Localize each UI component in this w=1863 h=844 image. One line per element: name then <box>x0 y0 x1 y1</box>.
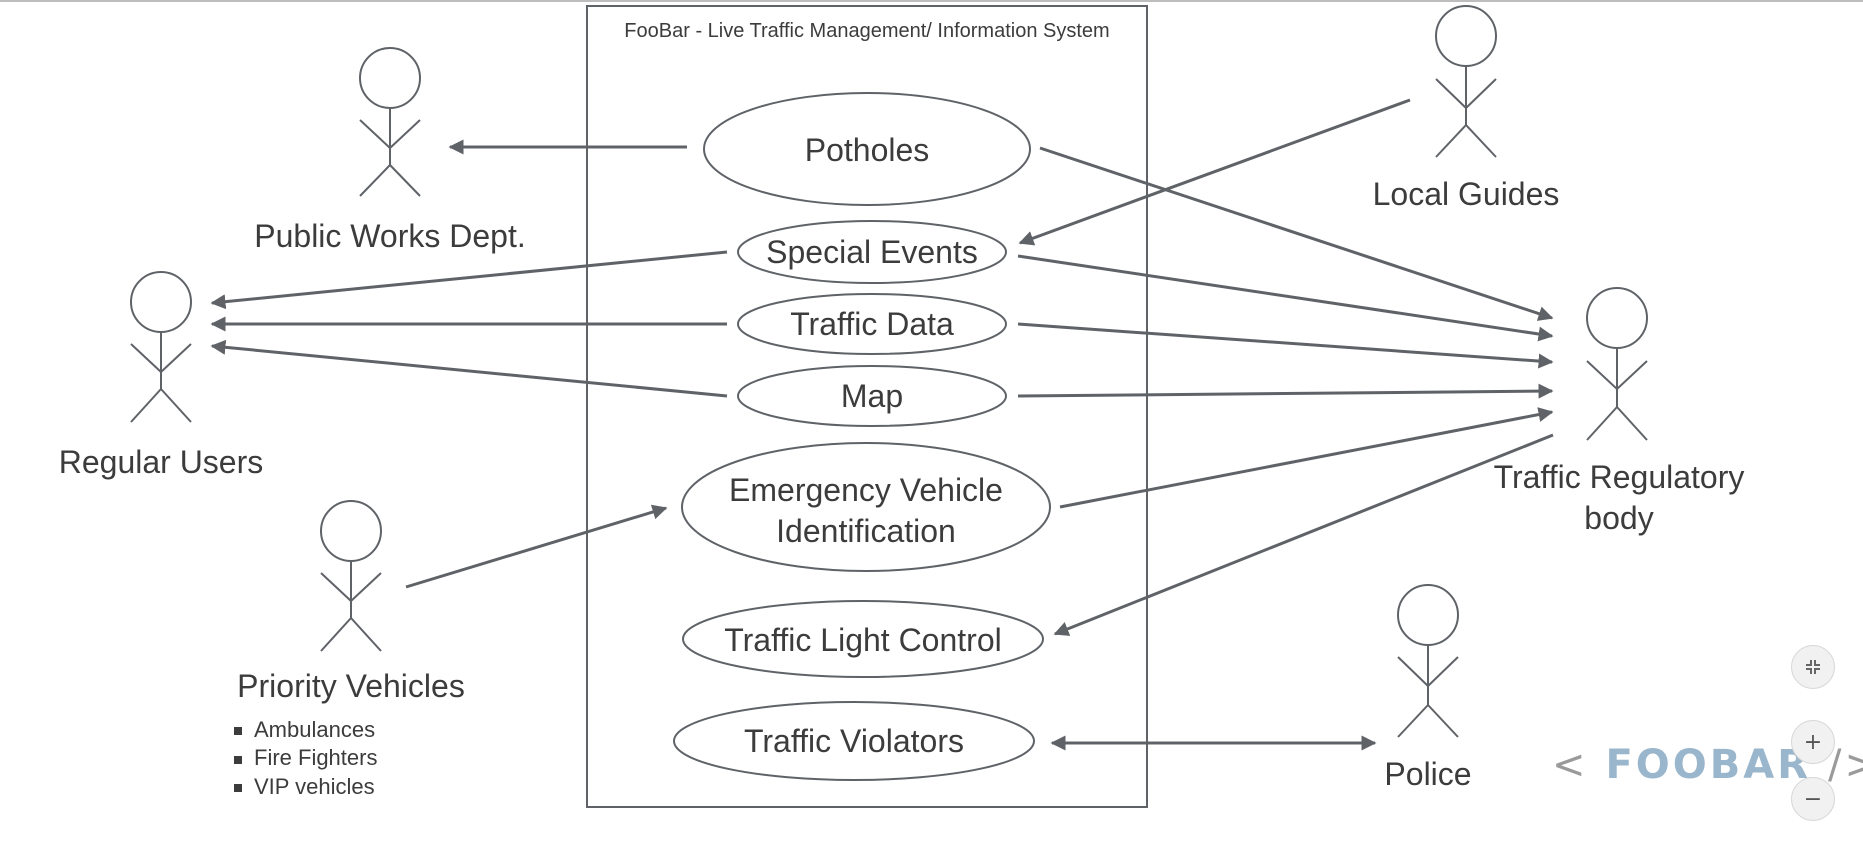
use-case-traffic-light-label: Traffic Light Control <box>724 622 1001 658</box>
arrow-map-to-regular-users <box>210 339 728 398</box>
zoom-in-button[interactable]: + <box>1791 720 1835 764</box>
actor-police-label: Police <box>1384 756 1471 792</box>
use-case-potholes-label: Potholes <box>805 132 930 168</box>
actor-regular-users-figure[interactable] <box>130 271 192 423</box>
use-case-traffic-data[interactable] <box>737 293 1007 355</box>
actor-regular-users-label: Regular Users <box>59 444 264 480</box>
bullet <box>234 727 242 735</box>
actor-local-guides-label: Local Guides <box>1373 176 1560 212</box>
collapse-button[interactable] <box>1791 645 1835 689</box>
arrow-special-events-to-regulatory <box>1017 254 1554 342</box>
list-item-vip-vehicles: VIP vehicles <box>254 774 375 799</box>
use-case-traffic-violators-label: Traffic Violators <box>744 723 964 759</box>
use-case-map[interactable] <box>737 365 1007 427</box>
list-item-fire-fighters: Fire Fighters <box>254 745 377 770</box>
actor-public-works-label: Public Works Dept. <box>254 218 526 254</box>
foobar-logo: < FOOBAR /> <box>1552 742 1863 788</box>
actor-traffic-regulatory-label-line1: Traffic Regulatory <box>1494 459 1745 495</box>
arrow-priority-vehicles-to-emergency <box>405 504 668 589</box>
arrow-special-events-to-regular-users <box>210 250 728 310</box>
top-border <box>0 0 1863 2</box>
use-case-emergency-vehicle[interactable] <box>681 442 1051 572</box>
use-case-traffic-data-label: Traffic Data <box>790 306 954 342</box>
use-case-emergency-label-line2: Identification <box>776 513 956 549</box>
arrow-potholes-to-regulatory <box>1039 146 1554 321</box>
system-title: FooBar - Live Traffic Management/ Inform… <box>624 20 1109 42</box>
actor-traffic-regulatory-figure[interactable] <box>1586 287 1648 441</box>
system-boundary <box>586 5 1148 808</box>
use-case-emergency-label-line1: Emergency Vehicle <box>729 472 1003 508</box>
actor-priority-vehicles-figure[interactable] <box>320 500 382 652</box>
zoom-out-button[interactable]: − <box>1791 777 1835 821</box>
bullet <box>234 756 242 764</box>
arrow-map-to-regulatory <box>1017 383 1554 399</box>
bullet <box>234 784 242 792</box>
actor-police-figure[interactable] <box>1397 584 1459 738</box>
logo-text: FOOBAR <box>1605 742 1812 788</box>
use-case-traffic-violators[interactable] <box>673 701 1035 781</box>
arrow-traffic-data-to-regulatory <box>1017 322 1554 369</box>
priority-vehicles-list: Ambulances Fire Fighters VIP vehicles <box>234 717 377 799</box>
use-case-map-label: Map <box>841 378 903 414</box>
arrow-local-guides-to-special-events <box>1018 98 1411 246</box>
list-item-ambulances: Ambulances <box>254 717 375 742</box>
actor-traffic-regulatory-label-line2: body <box>1584 500 1653 536</box>
use-case-traffic-light-control[interactable] <box>682 600 1044 678</box>
arrow-emergency-to-regulatory <box>1059 407 1554 509</box>
use-case-potholes[interactable] <box>703 92 1031 206</box>
arrow-regulatory-to-traffic-light <box>1053 433 1554 636</box>
actor-priority-vehicles-label: Priority Vehicles <box>237 668 465 704</box>
actor-local-guides-figure[interactable] <box>1435 5 1497 158</box>
minus-icon: − <box>1803 786 1823 812</box>
use-case-special-events[interactable] <box>737 220 1007 284</box>
logo-close-bracket: /> <box>1827 742 1863 788</box>
actor-public-works-figure[interactable] <box>359 47 421 197</box>
plus-icon: + <box>1803 729 1823 755</box>
logo-open-bracket: < <box>1552 742 1589 788</box>
use-case-special-events-label: Special Events <box>766 234 978 270</box>
collapse-icon <box>1806 660 1820 674</box>
